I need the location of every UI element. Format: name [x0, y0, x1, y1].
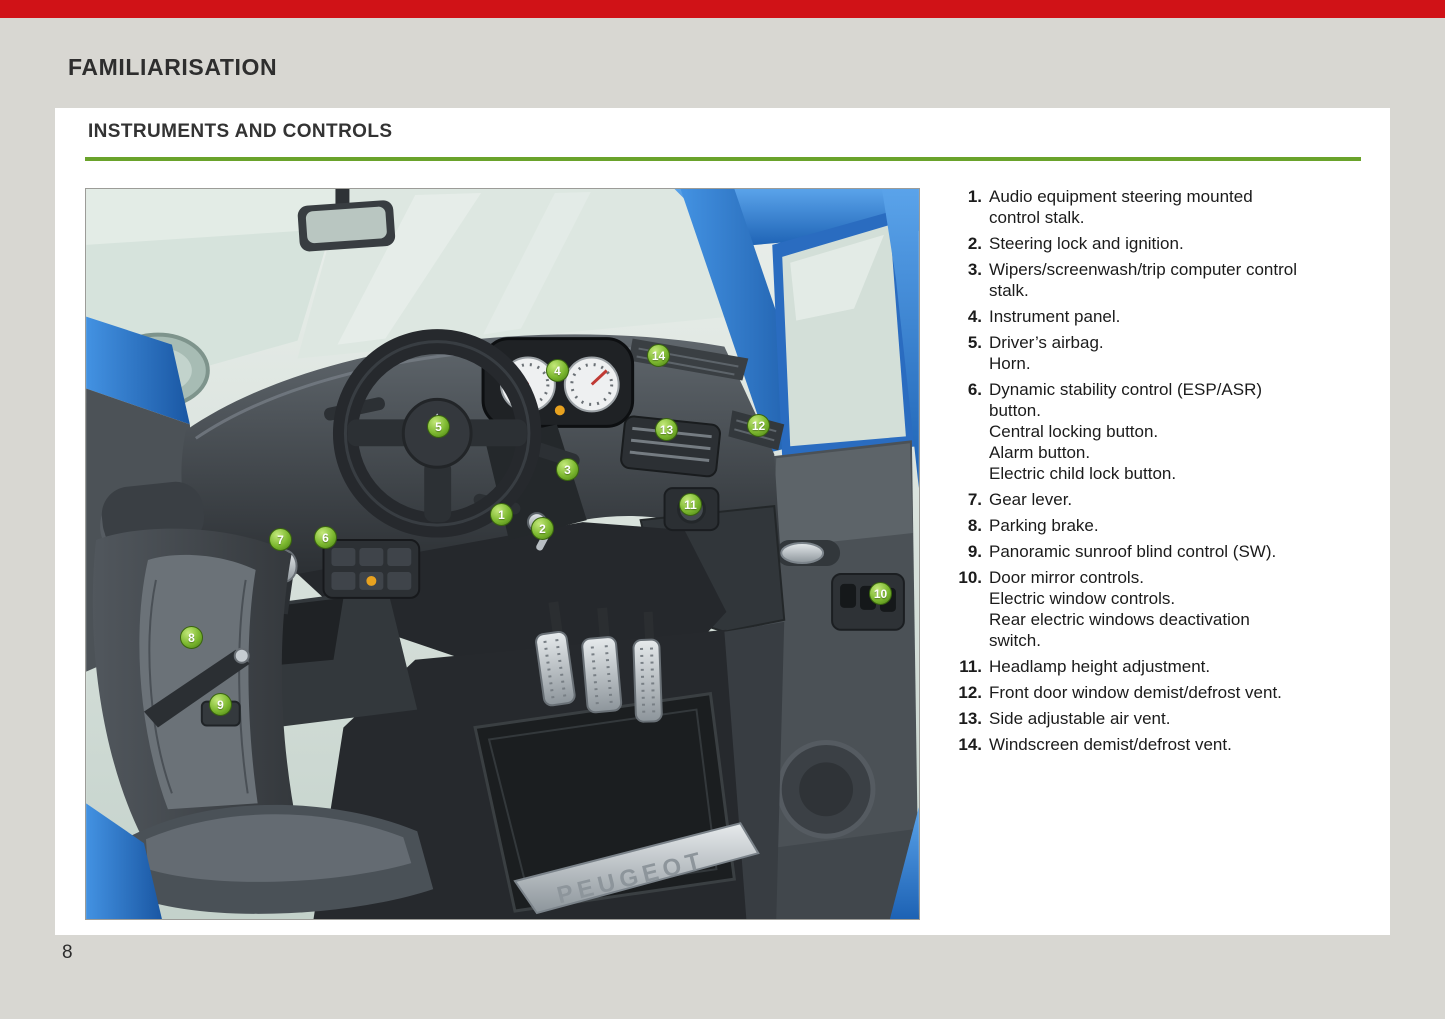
legend-item-text: Panoramic sunroof blind control (SW). [989, 541, 1299, 562]
legend-line: Driver’s airbag. [989, 333, 1104, 352]
legend-line: Headlamp height adjustment. [989, 657, 1211, 676]
legend-item-text: Wipers/screenwash/trip computer control … [989, 259, 1299, 301]
legend-line: Electric window controls. [989, 589, 1176, 608]
legend-item-number: 4. [967, 307, 982, 326]
legend-item-8: 8. Parking brake. [953, 515, 1365, 536]
legend-line: Wipers/screenwash/trip computer control … [989, 260, 1298, 300]
content-panel: INSTRUMENTS AND CONTROLS [55, 108, 1390, 935]
windshield [297, 189, 731, 359]
legend-item-text: Windscreen demist/defrost vent. [989, 734, 1299, 755]
ignition-lock [526, 512, 547, 533]
legend-line: Panoramic sunroof blind control (SW). [989, 542, 1277, 561]
legend-item-number: 5. [967, 333, 982, 352]
legend-item-number: 9. [967, 542, 982, 561]
legend-item-14: 14. Windscreen demist/defrost vent. [953, 734, 1365, 755]
legend-item-9: 9. Panoramic sunroof blind control (SW). [953, 541, 1365, 562]
legend-line: Dynamic stability control (ESP/ASR) butt… [989, 380, 1263, 420]
car-interior-illustration: PEUGEOT [86, 189, 919, 919]
legend-item-11: 11. Headlamp height adjustment. [953, 656, 1365, 677]
legend-line: Central locking button. [989, 422, 1159, 441]
legend-item-number: 3. [967, 260, 982, 279]
legend-line: Windscreen demist/defrost vent. [989, 735, 1232, 754]
legend-line: Audio equipment steering mounted control… [989, 187, 1253, 227]
legend-item-number: 6. [967, 380, 982, 399]
legend-item-7: 7. Gear lever. [953, 489, 1365, 510]
legend-item-13: 13. Side adjustable air vent. [953, 708, 1365, 729]
legend-item-number: 7. [967, 490, 982, 509]
legend-line: Door mirror controls. [989, 568, 1144, 587]
legend-item-text: Side adjustable air vent. [989, 708, 1299, 729]
legend-line: Parking brake. [989, 516, 1099, 535]
side-air-vent [620, 415, 721, 478]
legend-line: Instrument panel. [989, 307, 1121, 326]
right-door [736, 189, 919, 919]
page-heading: INSTRUMENTS AND CONTROLS [88, 121, 393, 142]
legend-item-4: 4. Instrument panel. [953, 306, 1365, 327]
legend-line: Side adjustable air vent. [989, 709, 1171, 728]
legend-item-text: Audio equipment steering mounted control… [989, 186, 1299, 228]
legend-item-text: Parking brake. [989, 515, 1299, 536]
legend-item-text: Driver’s airbag. Horn. [989, 332, 1299, 374]
legend-item-text: Dynamic stability control (ESP/ASR) butt… [989, 379, 1299, 484]
legend-list: 1. Audio equipment steering mounted contr… [953, 186, 1365, 760]
legend-item-number: 10. [958, 568, 982, 587]
legend-item-text: Front door window demist/defrost vent. [989, 682, 1299, 703]
section-title: FAMILIARISATION [68, 54, 278, 80]
console-button-panel [322, 539, 421, 599]
legend-item-text: Instrument panel. [989, 306, 1299, 327]
legend-line: Gear lever. [989, 490, 1073, 509]
legend-item-number: 14. [958, 735, 982, 754]
legend-line: Rear electric windows deactivation switc… [989, 610, 1250, 650]
legend-item-3: 3. Wipers/screenwash/trip computer contro… [953, 259, 1365, 301]
legend-item-12: 12. Front door window demist/defrost vent… [953, 682, 1365, 703]
green-divider-rule [85, 157, 1361, 161]
sunroof-blind-switch [200, 700, 241, 727]
legend-line: Front door window demist/defrost vent. [989, 683, 1282, 702]
window-switch-pod [831, 572, 905, 631]
legend-item-number: 8. [967, 516, 982, 535]
headlamp-height-adjuster [663, 487, 720, 532]
legend-item-6: 6. Dynamic stability control (ESP/ASR) bu… [953, 379, 1365, 484]
body-sill-left [86, 803, 162, 919]
legend-item-text: Headlamp height adjustment. [989, 656, 1299, 677]
legend-item-text: Door mirror controls. Electric window con… [989, 567, 1299, 651]
interior-figure: PEUGEOT [85, 188, 920, 920]
legend-line: Electric child lock button. [989, 464, 1177, 483]
legend-item-number: 2. [967, 234, 982, 253]
legend-item-number: 1. [967, 187, 982, 206]
legend-item-text: Gear lever. [989, 489, 1299, 510]
legend-item-text: Steering lock and ignition. [989, 233, 1299, 254]
page-number: 8 [62, 942, 73, 963]
legend-item-number: 12. [958, 683, 982, 702]
legend-item-number: 11. [959, 657, 982, 676]
top-red-bar [0, 0, 1445, 18]
legend-item-1: 1. Audio equipment steering mounted contr… [953, 186, 1365, 228]
legend-item-5: 5. Driver’s airbag. Horn. [953, 332, 1365, 374]
legend-line: Horn. [989, 354, 1031, 373]
legend-item-number: 13. [958, 709, 982, 728]
legend-line: Steering lock and ignition. [989, 234, 1184, 253]
rear-view-mirror [297, 189, 396, 252]
legend-item-10: 10. Door mirror controls. Electric window … [953, 567, 1365, 651]
door-handle [780, 542, 825, 564]
pedals [535, 601, 663, 723]
legend-item-2: 2. Steering lock and ignition. [953, 233, 1365, 254]
legend-line: Alarm button. [989, 443, 1091, 462]
